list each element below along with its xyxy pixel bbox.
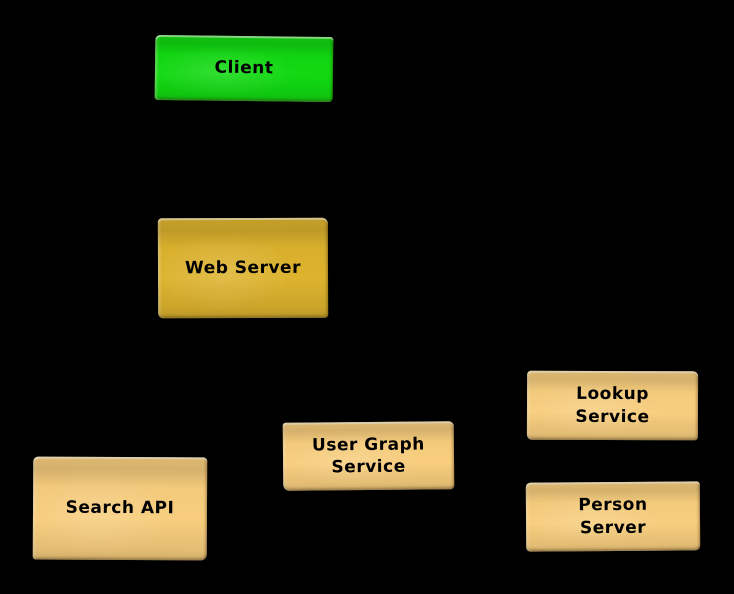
- node-web-server: Web Server: [157, 217, 329, 319]
- node-person-server: Person Server: [525, 481, 701, 552]
- node-user-graph-service-label: User Graph Service: [311, 434, 425, 478]
- node-person-server-label: Person Server: [578, 495, 648, 538]
- node-lookup-service-label: Lookup Service: [575, 384, 650, 427]
- node-client-label: Client: [214, 58, 274, 79]
- node-web-server-label: Web Server: [184, 257, 301, 279]
- node-search-api-label: Search API: [65, 498, 175, 519]
- node-search-api: Search API: [32, 456, 208, 561]
- node-lookup-service: Lookup Service: [526, 370, 699, 441]
- node-client: Client: [154, 34, 334, 103]
- node-user-graph-service: User Graph Service: [282, 421, 455, 491]
